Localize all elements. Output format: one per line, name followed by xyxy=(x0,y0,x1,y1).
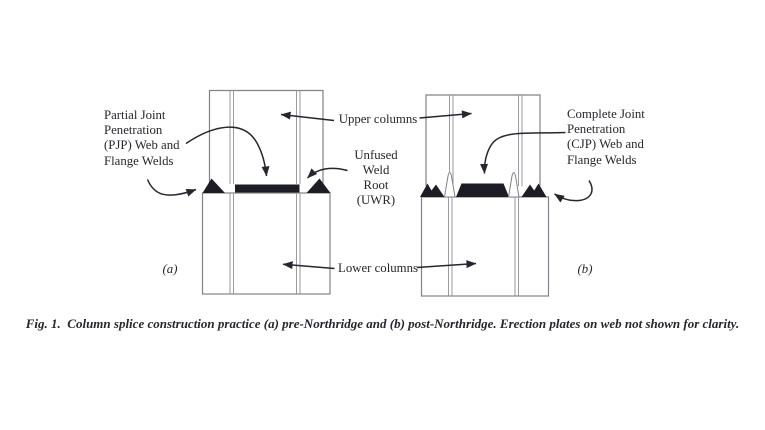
lower-columns-label: Lower columns xyxy=(338,261,418,275)
diagram-b-upper-column xyxy=(425,94,541,186)
diagram-a-upper-column xyxy=(208,89,324,184)
arrow-lower-columns-right xyxy=(416,260,477,269)
diagram-b-lower-flange-lines xyxy=(448,197,519,296)
arrow-upper-columns-right xyxy=(419,110,472,119)
diagram-a-upper-flange-lines xyxy=(229,90,301,184)
annotation-arrows xyxy=(146,110,593,270)
diagram-b-cjp-flange-weld-left xyxy=(420,183,445,197)
arrow-uwr-to-weld-root xyxy=(306,167,348,179)
column-splice-diagram xyxy=(146,89,593,297)
pjp-weld-label: Partial Joint Penetration (PJP) Web and … xyxy=(104,108,180,168)
diagram-b-upper-flange-lines xyxy=(449,95,523,186)
arrow-pjp-to-web-weld xyxy=(185,126,270,177)
upper-columns-label: Upper columns xyxy=(338,112,418,126)
diagram-b-cjp-flange-weld-right xyxy=(521,183,547,197)
diagram-b-weld-access-hole-right xyxy=(507,172,520,198)
figure-caption: Fig. 1. Column splice construction pract… xyxy=(25,316,740,331)
cjp-weld-label: Complete Joint Penetration (CJP) Web and… xyxy=(567,107,645,167)
arrow-cjp-to-flange-weld xyxy=(554,180,593,203)
diagram-a-pjp-flange-weld-left xyxy=(202,178,225,193)
arrow-upper-columns-left xyxy=(280,111,335,122)
diagram-a xyxy=(201,89,331,295)
arrow-pjp-to-flange-weld xyxy=(146,179,197,197)
diagram-b xyxy=(420,94,550,297)
diagram-a-lower-column xyxy=(201,192,331,295)
diagram-a-pjp-web-weld xyxy=(235,184,300,193)
diagram-b-lower-column xyxy=(420,196,550,297)
arrow-cjp-to-web-weld xyxy=(480,131,566,174)
diagram-b-cjp-web-weld xyxy=(456,183,509,197)
unfused-weld-root-label: Unfused Weld Root (UWR) xyxy=(354,148,398,207)
diagram-b-weld-access-hole-left xyxy=(443,172,456,198)
subfigure-b-label: (b) xyxy=(577,262,593,276)
figure-1: Partial Joint Penetration (PJP) Web and … xyxy=(104,89,645,297)
arrow-lower-columns-left xyxy=(282,261,335,270)
subfigure-a-label: (a) xyxy=(162,262,178,276)
diagram-a-lower-flange-lines xyxy=(229,193,301,294)
diagram-a-pjp-flange-weld-right xyxy=(306,178,331,193)
